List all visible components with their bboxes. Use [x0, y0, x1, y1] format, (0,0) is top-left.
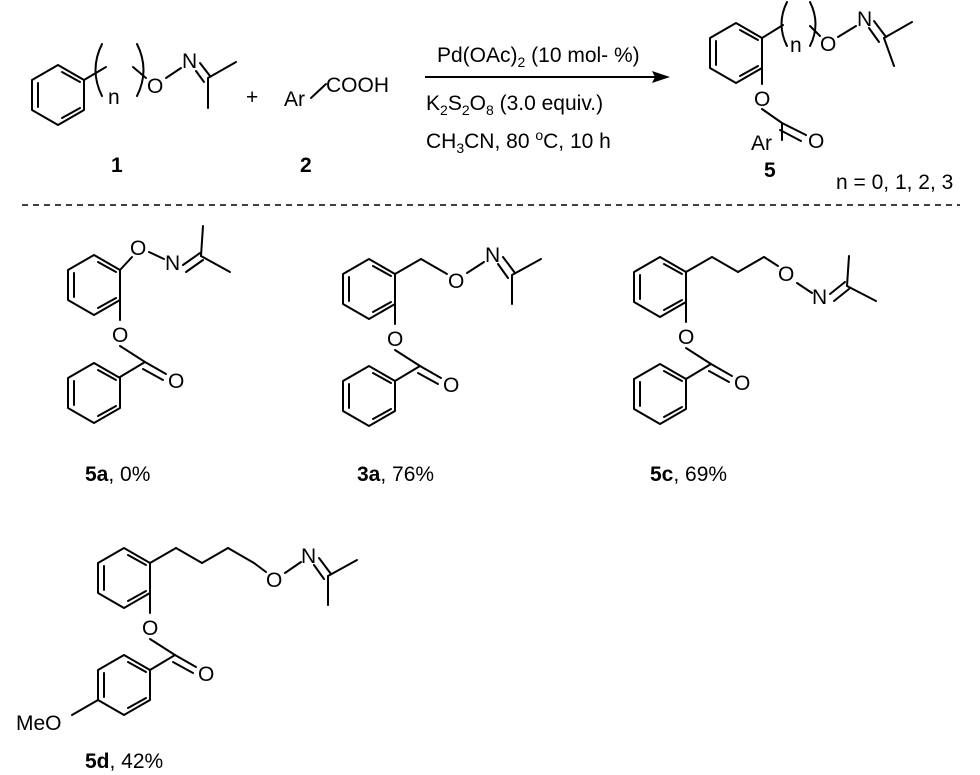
anisyl-ring-5d	[97, 654, 151, 716]
chain-bracket-1	[94, 43, 103, 97]
product-5-structure: n O N O O Ar 5 n = 0, 1, 2, 3	[709, 1, 953, 194]
reactant-2-structure: Ar COOH 2	[284, 74, 389, 177]
ester-oxygen: O	[678, 326, 694, 349]
oxygen-atom: O	[448, 270, 464, 293]
reactant-1-structure: n O N 1	[31, 43, 237, 177]
compound-label-5d: 5d, 42%	[85, 750, 163, 773]
nitrogen-atom: N	[182, 50, 197, 73]
product-5-label: 5	[764, 159, 776, 182]
n-values-note: n = 0, 1, 2, 3	[836, 171, 953, 194]
ester-oxygen: O	[387, 328, 403, 351]
oxygen-atom: O	[778, 263, 794, 286]
oxygen-atom: O	[266, 569, 282, 592]
benzene-ring-5c	[633, 256, 687, 318]
compound-label-5a: 5a, 0%	[85, 463, 150, 486]
compound-5a: O N O O 5a, 0%	[67, 225, 231, 486]
methoxy-group: MeO	[16, 712, 62, 735]
nitrogen-atom: N	[301, 545, 316, 568]
reactant-2-label: 2	[300, 154, 312, 177]
benzene-ring-1	[31, 64, 85, 126]
oxidant-condition: K2S2O8 (3.0 equiv.)	[426, 92, 603, 118]
ester-oxygen: O	[142, 617, 158, 640]
benzene-ring-5a	[67, 254, 121, 316]
solvent-temperature-condition: CH3CN, 80 oC, 10 h	[426, 127, 611, 156]
carbonyl-oxygen: O	[168, 370, 184, 393]
compound-3a: O N O O 3a, 76%	[342, 244, 542, 486]
oxygen-atom: O	[147, 75, 163, 98]
chain-bracket-product	[780, 1, 788, 47]
ester-oxygen: O	[112, 324, 128, 347]
phenyl-ring-5c	[633, 363, 687, 425]
compound-5c: O N O O 5c, 69%	[633, 255, 877, 486]
repeat-n-label: n	[790, 34, 802, 57]
oxygen-atom: O	[820, 33, 836, 56]
benzene-ring-3a	[342, 258, 396, 320]
benzene-ring-5d	[97, 547, 151, 609]
phenyl-ring-3a	[342, 365, 396, 427]
reaction-arrow	[425, 71, 670, 83]
nitrogen-atom: N	[857, 8, 872, 31]
benzene-ring-product	[709, 22, 763, 84]
reactant-1-label: 1	[111, 154, 123, 177]
compound-5d: O N O O MeO 5d, 42%	[16, 545, 358, 773]
ester-oxygen: O	[754, 88, 770, 111]
carbonyl-oxygen: O	[734, 372, 750, 395]
phenyl-ring-5a	[67, 362, 121, 424]
aryl-group-label: Ar	[751, 132, 772, 155]
carboxylic-acid-label: COOH	[326, 74, 389, 97]
nitrogen-atom: N	[485, 244, 500, 267]
carbonyl-oxygen: O	[198, 663, 214, 686]
compound-label-5c: 5c, 69%	[650, 463, 727, 486]
oxygen-atom: O	[130, 237, 146, 260]
aryl-group-label: Ar	[284, 88, 305, 111]
nitrogen-atom: N	[812, 286, 827, 309]
plus-sign: +	[246, 86, 258, 109]
repeat-n-label: n	[108, 86, 120, 109]
carbonyl-oxygen: O	[443, 374, 459, 397]
compound-label-3a: 3a, 76%	[357, 463, 434, 486]
nitrogen-atom: N	[165, 252, 180, 275]
carbonyl-oxygen: O	[808, 130, 824, 153]
catalyst-condition: Pd(OAc)2 (10 mol- %)	[437, 44, 640, 70]
